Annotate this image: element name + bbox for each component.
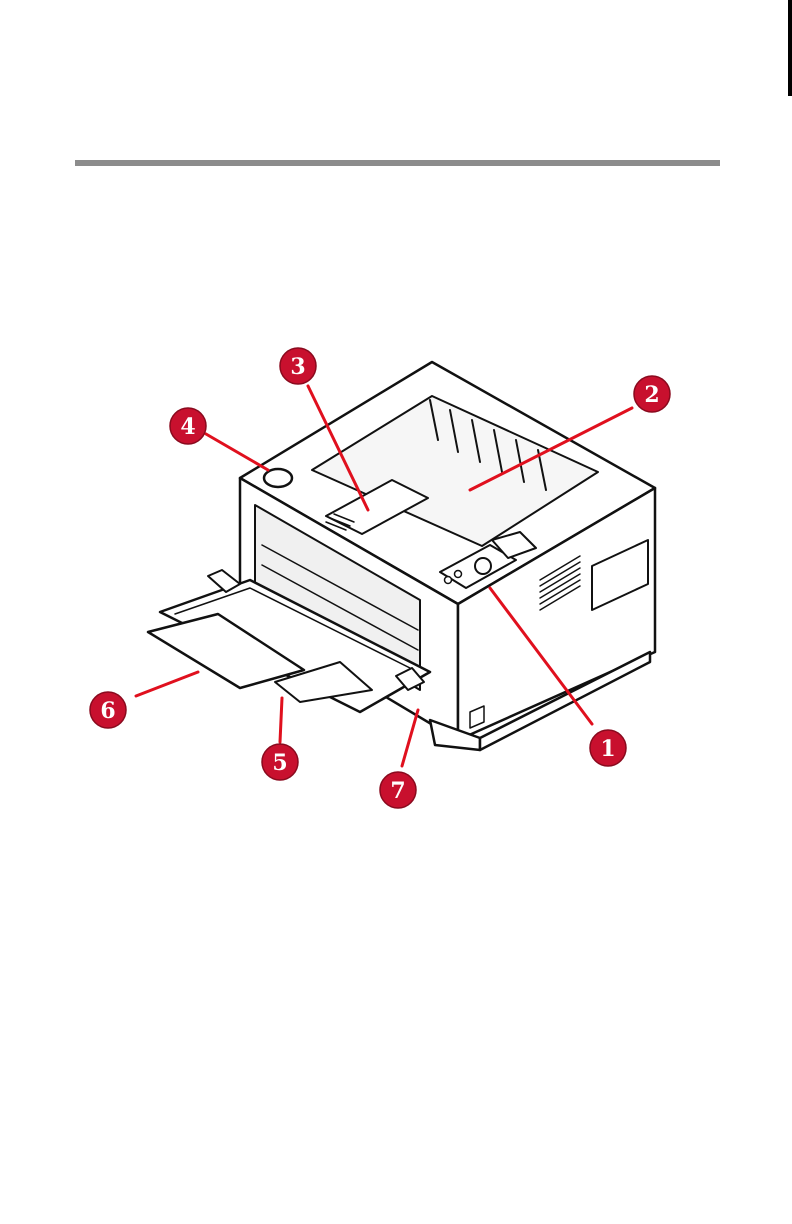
callout-5-number: 5 [272, 750, 287, 776]
leader-line-6 [136, 672, 198, 696]
callout-3-number: 3 [290, 354, 305, 380]
callout-4: 4 [170, 408, 206, 444]
leader-line-4 [206, 434, 268, 470]
callout-5: 5 [262, 744, 298, 780]
printer-drawing [148, 362, 655, 750]
callout-6-number: 6 [100, 698, 115, 724]
callout-4-number: 4 [180, 414, 195, 440]
callout-3: 3 [280, 348, 316, 384]
leader-line-7 [402, 710, 418, 766]
callout-2-number: 2 [644, 382, 659, 408]
callout-7: 7 [380, 772, 416, 808]
callout-1-number: 1 [600, 736, 615, 762]
callout-2: 2 [634, 376, 670, 412]
callout-1: 1 [590, 730, 626, 766]
leader-line-5 [280, 698, 282, 742]
callout-6: 6 [90, 692, 126, 728]
callout-7-number: 7 [390, 778, 405, 804]
